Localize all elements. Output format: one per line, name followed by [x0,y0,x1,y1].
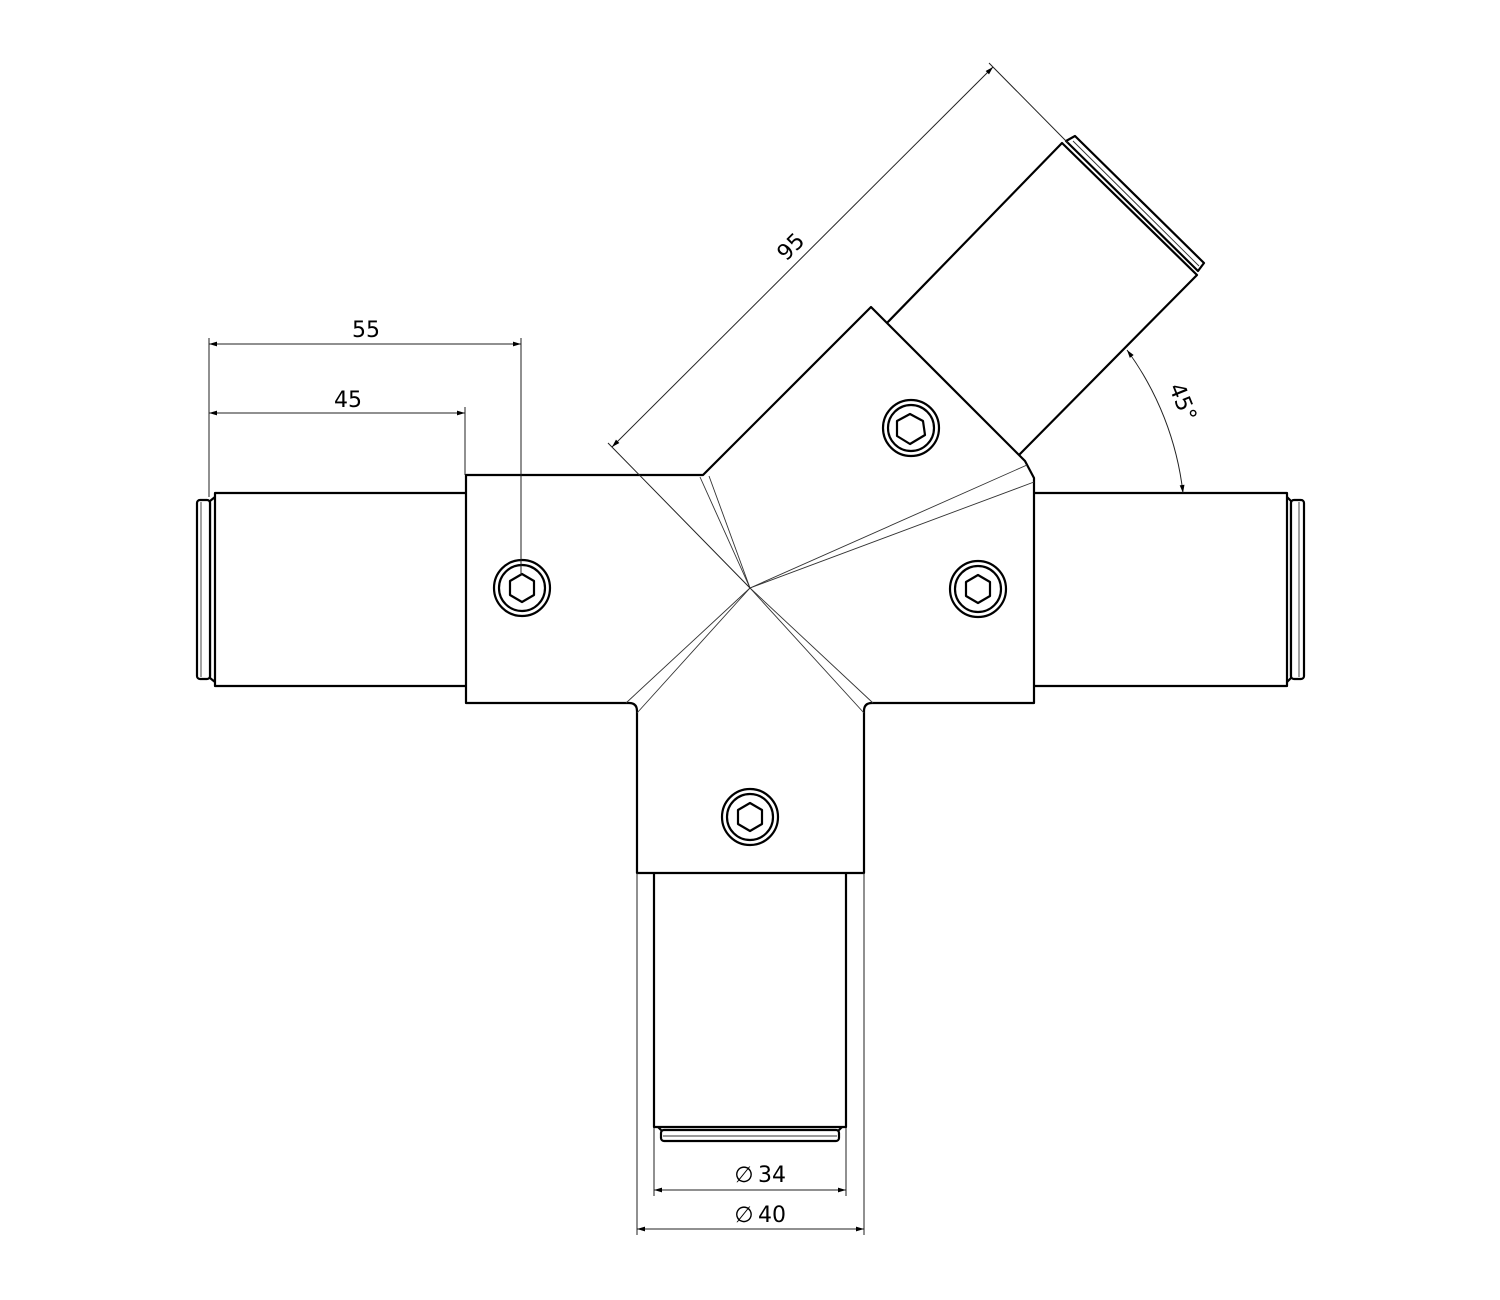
bottom-tube [652,868,848,1143]
dimension-angle: 45° [1126,349,1201,494]
dimension-55: 55 [208,318,522,575]
screw-left [492,558,552,618]
left-tube [195,491,469,688]
right-tube [1031,491,1306,688]
dimension-95-label: 95 [773,229,810,266]
dimension-diameter-40-label: 40 [758,1203,786,1228]
dimension-diameter-34-label: 34 [758,1163,786,1188]
diameter-symbol: ∅ [734,1163,753,1188]
hub-edge-lines [625,464,1035,714]
dimension-45-label: 45 [334,388,362,413]
diameter-symbol: ∅ [734,1203,753,1228]
dimension-55-label: 55 [352,318,380,343]
dimension-diameter-34: ∅ 34 [653,1128,847,1196]
screw-bottom [720,787,780,847]
dimension-angle-label: 45° [1163,380,1201,426]
dimension-diameter-40: ∅ 40 [636,873,865,1235]
screw-right [948,559,1008,619]
dimension-45: 45 [209,388,466,475]
